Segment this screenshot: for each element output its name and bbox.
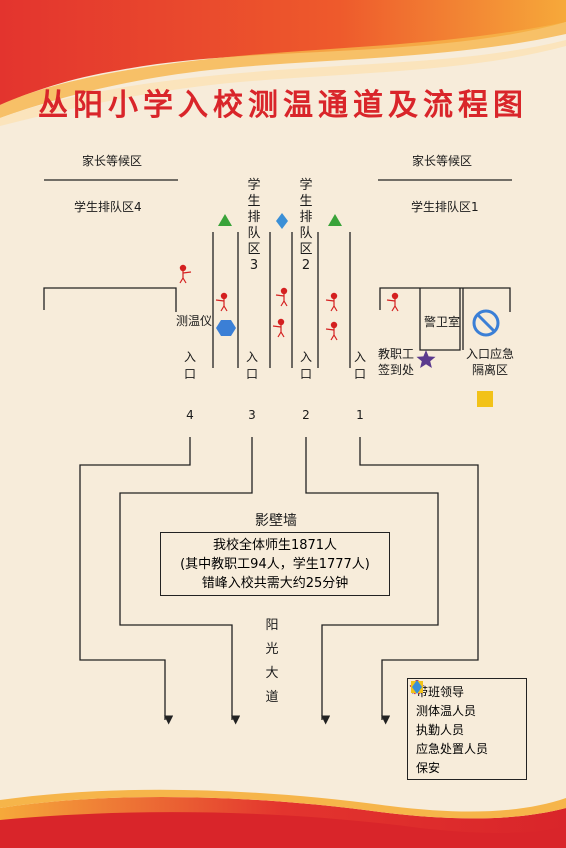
entrance-2-word: 入口 [299,350,312,381]
triangle-icon [328,214,342,226]
no-entry-icon [472,309,500,337]
thermometer-person-icon [325,292,338,312]
queue-zone-2-label: 学生排队区2 [299,178,313,273]
guard-room-label: 警卫室 [424,315,461,329]
thermometer-label: 测温仪 [176,314,213,328]
top-banner [0,0,566,126]
fence-right [379,287,511,312]
parent-zone-right-label: 家长等候区 [412,154,473,168]
screen-wall-label: 影壁墙 [255,513,297,529]
star-icon [416,350,436,368]
thermometer-person-icon [215,292,228,312]
info-line-3: 错峰入校共需大约25分钟 [201,576,349,591]
road-label: 阳光大道 [265,618,279,705]
hexagon-icon [216,320,236,336]
legend-item-leader: 带班领导 [409,680,526,701]
legend-item-emergency: 应急处置人员 [411,681,526,758]
entrance-4-number: 4 [186,408,194,422]
thermometer-person-icon [272,318,285,338]
thermometer-person-icon [325,321,338,341]
isolation-zone-label: 入口应急隔离区 [466,347,515,377]
entrance-3-word: 入口 [245,350,258,381]
entrance-2-number: 2 [302,408,310,422]
thermometer-person-icon [275,287,288,307]
fence-left [43,287,177,312]
temperature-checkers [179,264,399,341]
legend-label: 执勤人员 [416,723,465,737]
guard-room-outline [419,288,461,351]
entrance-1-word: 入口 [353,350,366,381]
thermometer-person-icon [179,264,192,284]
page-title: 丛阳小学入校测温通道及流程图 [38,88,528,123]
legend-item-security: 保安 [412,680,526,777]
entrance-4-word: 入口 [183,350,196,381]
thermometer-person-icon [386,292,399,312]
info-box: 我校全体师生1871人 (其中教职工94人，学生1777人) 错峰入校共需大约2… [160,532,390,596]
legend-label: 测体温人员 [416,704,477,718]
staff-signin-label: 教职工签到处 [378,347,415,377]
legend-label: 带班领导 [416,685,465,699]
entrance-3-number: 3 [248,408,256,422]
flow-paths [79,437,479,725]
queue-zone-4-label: 学生排队区4 [74,200,142,214]
triangle-icon [218,214,232,226]
legend-label: 应急处置人员 [416,742,489,756]
info-line-1: 我校全体师生1871人 [212,538,338,553]
legend-label: 保安 [416,761,441,775]
queue-zone-1-label: 学生排队区1 [411,200,479,214]
queue-zone-3-label: 学生排队区3 [247,178,261,273]
entrance-1-number: 1 [356,408,364,422]
square-icon [477,391,493,407]
diamond-icon [276,213,288,229]
legend: 带班领导 测体温人员 执勤人员 应急处置人员 保安 [407,678,527,780]
parent-zone-left-label: 家长等候区 [82,154,143,168]
lane-lines [212,232,351,368]
bottom-banner [0,789,566,848]
diamond-icon [412,680,422,694]
legend-item-temperature: 测体温人员 [409,680,526,720]
info-line-2: (其中教职工94人，学生1777人) [180,557,370,572]
legend-item-duty: 执勤人员 [411,681,526,739]
